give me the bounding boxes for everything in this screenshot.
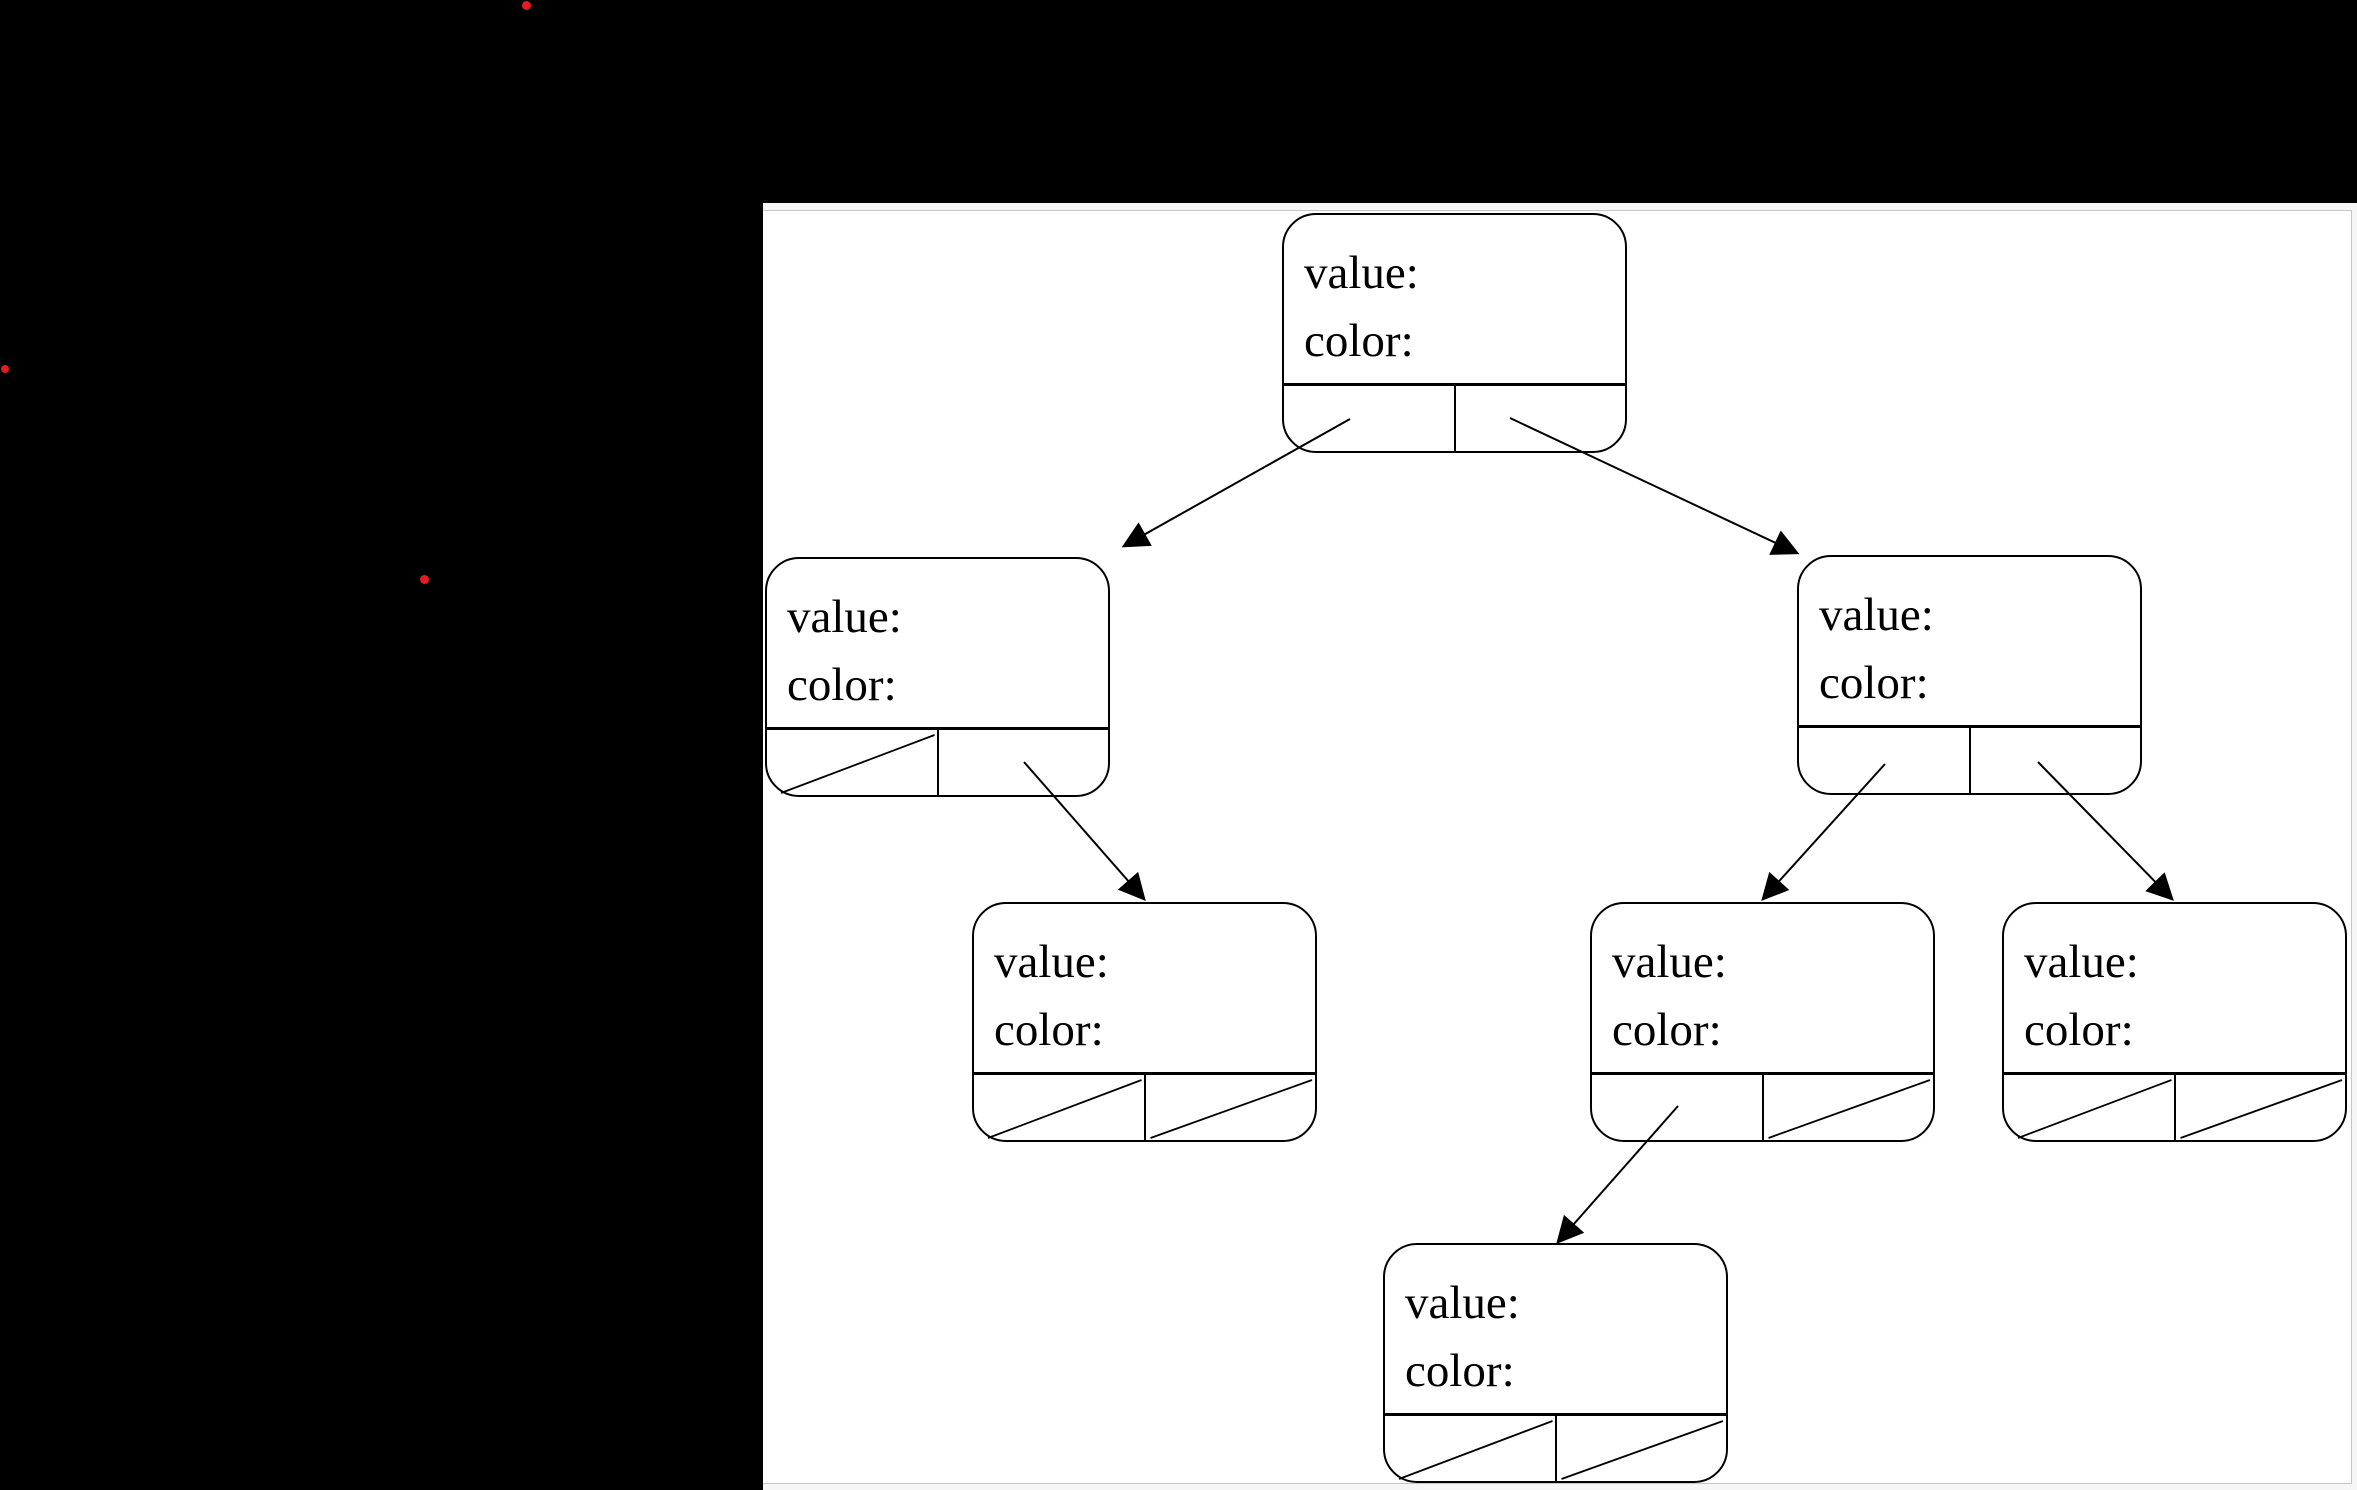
right-child-pointer-cell	[1453, 386, 1626, 451]
node-fields: value: color:	[1385, 1245, 1726, 1405]
color-field-label: color:	[1819, 657, 1929, 709]
red-annotation-dot	[1, 365, 9, 373]
tree-node-RL: value: color:	[1590, 902, 1935, 1142]
color-field-label: color:	[1612, 1004, 1722, 1056]
color-field-label: color:	[1304, 315, 1414, 367]
pointer-row	[2004, 1072, 2345, 1140]
left-child-pointer-cell	[1592, 1075, 1762, 1140]
left-child-pointer-cell	[1799, 728, 1969, 793]
tree-node-RLL: value: color:	[1383, 1243, 1728, 1483]
tree-node-R: value: color:	[1797, 555, 2142, 795]
left-child-pointer-cell	[1385, 1416, 1555, 1481]
node-fields: value: color:	[1592, 904, 1933, 1064]
right-child-pointer-cell	[2173, 1075, 2346, 1140]
left-child-pointer-cell	[1284, 386, 1454, 451]
right-child-pointer-cell	[1968, 728, 2141, 793]
color-field-label: color:	[1405, 1345, 1515, 1397]
value-field-label: value:	[1304, 247, 1419, 299]
pointer-row	[767, 727, 1108, 795]
value-field-label: value:	[2024, 936, 2139, 988]
right-child-pointer-cell	[936, 730, 1109, 795]
node-fields: value: color:	[974, 904, 1315, 1064]
value-field-label: value:	[1405, 1277, 1520, 1329]
right-child-pointer-cell	[1554, 1416, 1727, 1481]
pointer-row	[974, 1072, 1315, 1140]
pointer-row	[1799, 725, 2140, 793]
node-fields: value: color:	[2004, 904, 2345, 1064]
value-field-label: value:	[787, 591, 902, 643]
color-field-label: color:	[994, 1004, 1104, 1056]
tree-node-RR: value: color:	[2002, 902, 2347, 1142]
pointer-row	[1592, 1072, 1933, 1140]
tree-node-root: value: color:	[1282, 213, 1627, 453]
left-child-pointer-cell	[974, 1075, 1144, 1140]
value-field-label: value:	[994, 936, 1109, 988]
right-child-pointer-cell	[1761, 1075, 1934, 1140]
tree-node-L: value: color:	[765, 557, 1110, 797]
value-field-label: value:	[1612, 936, 1727, 988]
pointer-row	[1284, 383, 1625, 451]
left-child-pointer-cell	[2004, 1075, 2174, 1140]
node-fields: value: color:	[1284, 215, 1625, 375]
red-annotation-dot	[522, 1, 531, 10]
left-child-pointer-cell	[767, 730, 937, 795]
node-fields: value: color:	[1799, 557, 2140, 717]
color-field-label: color:	[787, 659, 897, 711]
value-field-label: value:	[1819, 589, 1934, 641]
color-field-label: color:	[2024, 1004, 2134, 1056]
red-annotation-dot	[420, 575, 429, 584]
node-fields: value: color:	[767, 559, 1108, 719]
tree-node-LR: value: color:	[972, 902, 1317, 1142]
right-child-pointer-cell	[1143, 1075, 1316, 1140]
pointer-row	[1385, 1413, 1726, 1481]
